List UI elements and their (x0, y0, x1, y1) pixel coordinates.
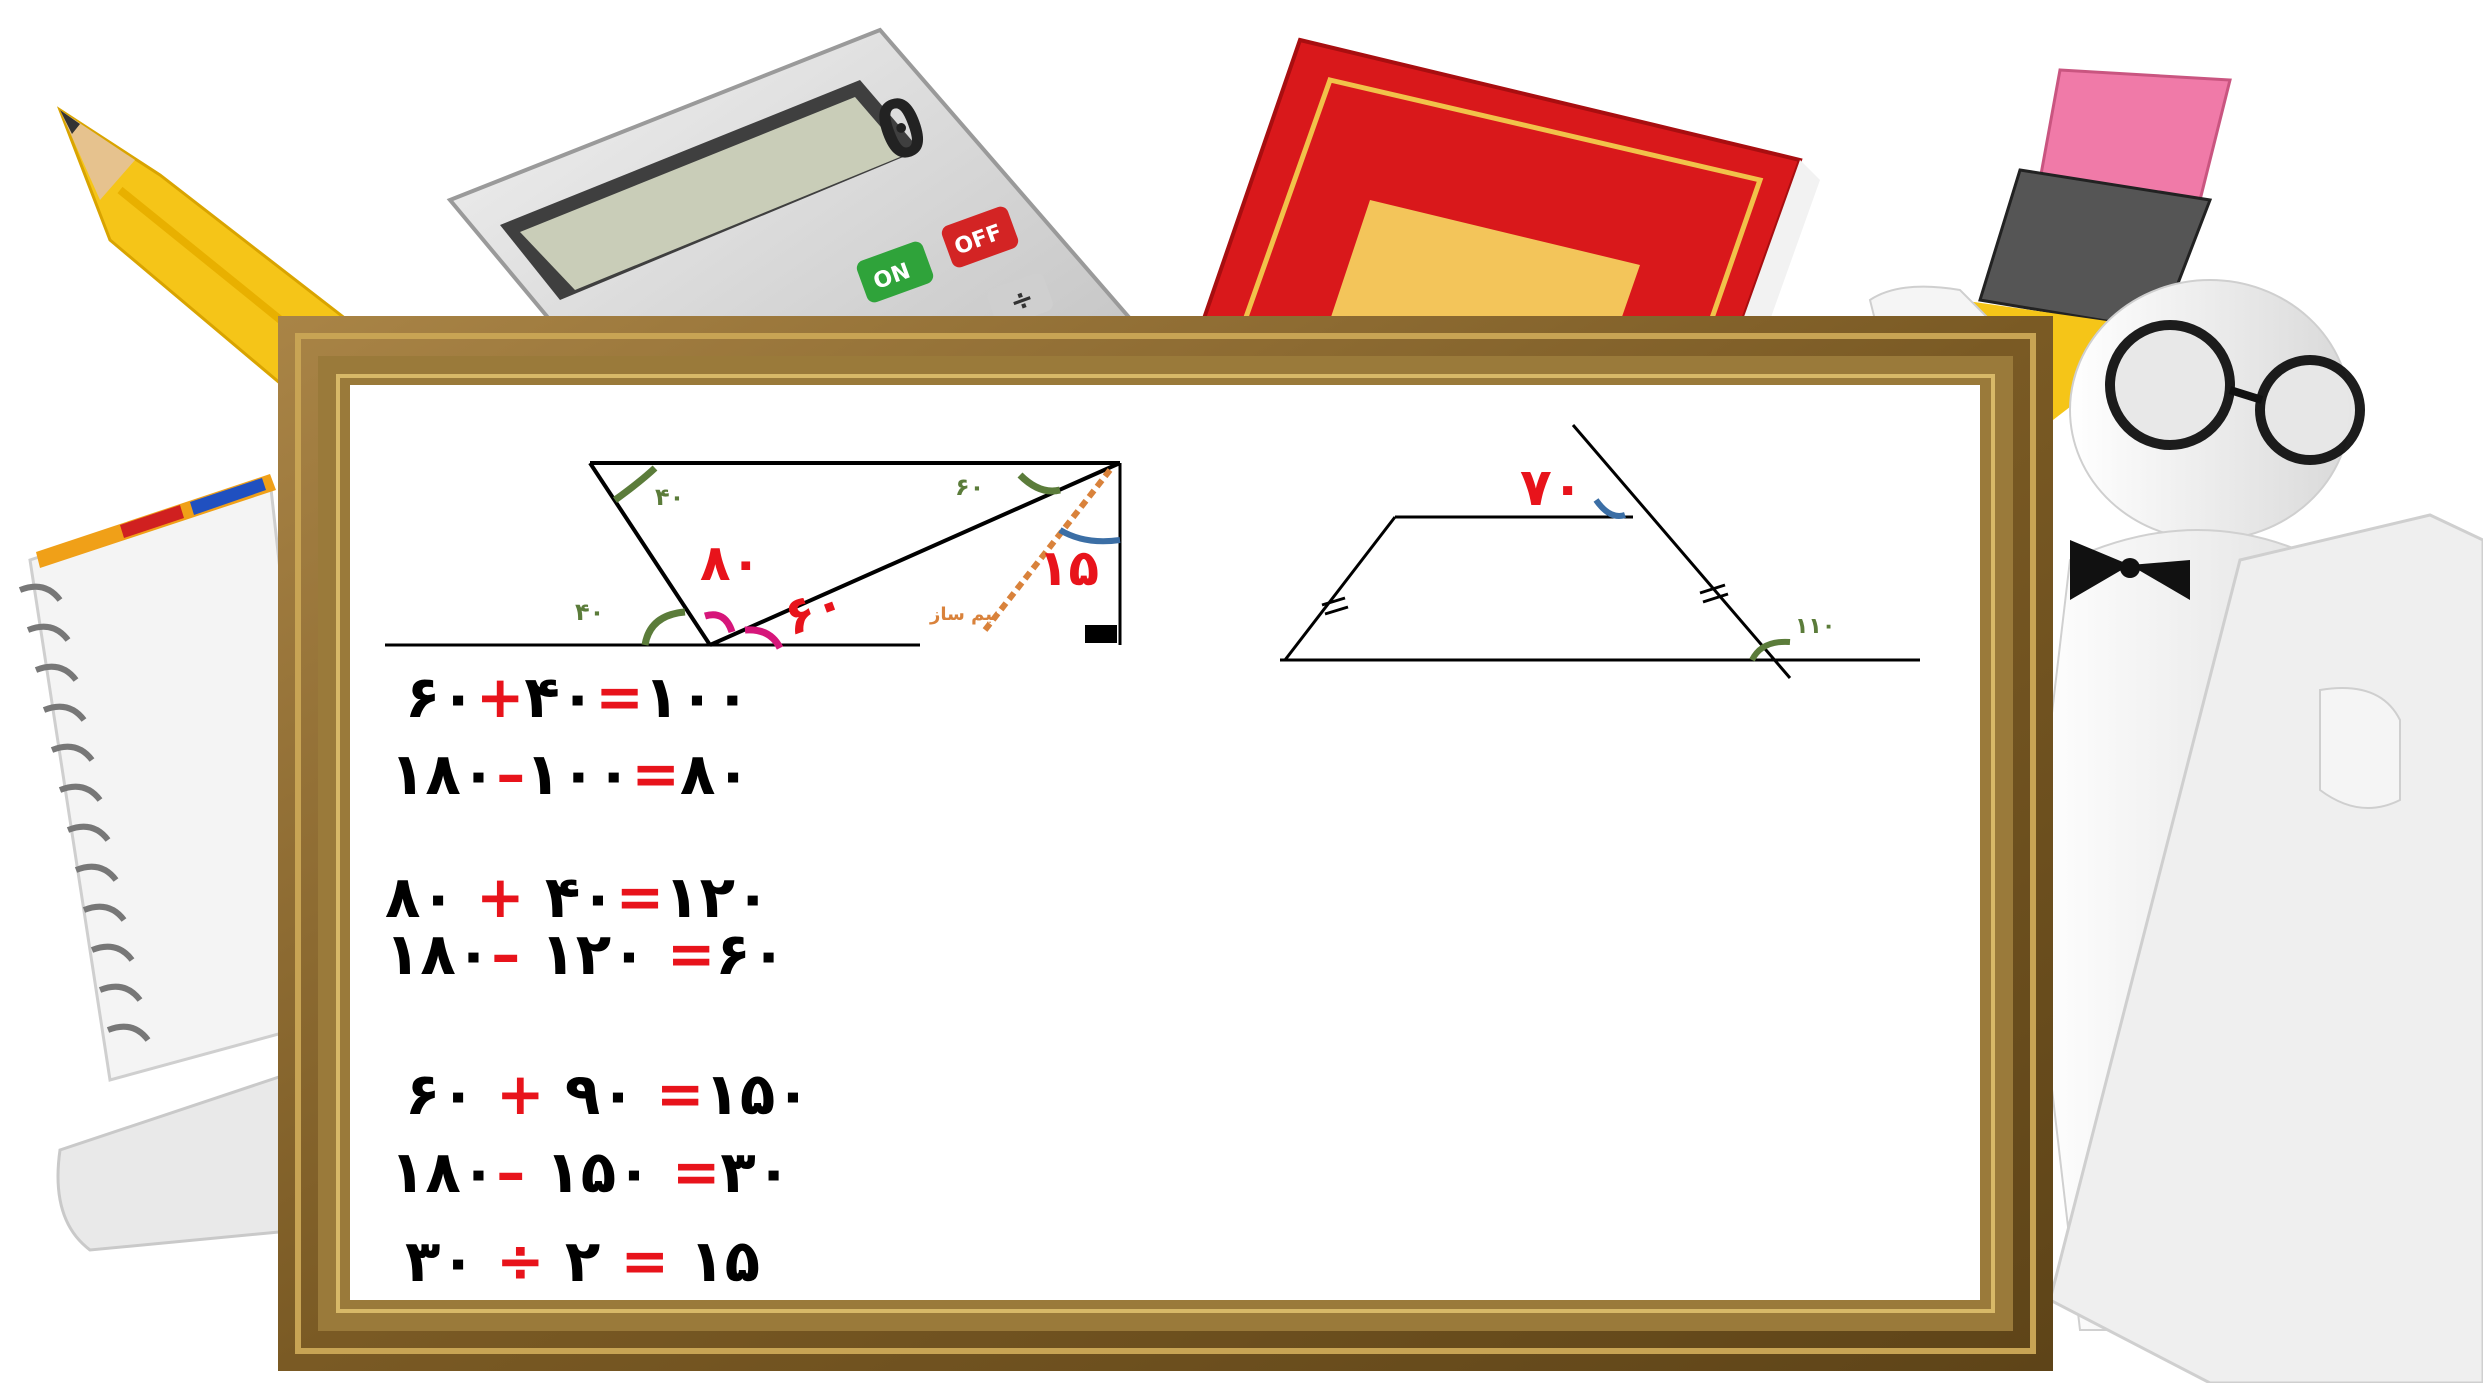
equation-result: ۳۰ (720, 1138, 792, 1206)
equation-result: ۱۵۰ (704, 1060, 811, 1128)
equation-operand-b: ۱۲۰ (540, 920, 647, 988)
equation-line: ۱۸۰–۱۰۰=۸۰ (390, 745, 751, 803)
equation-operand-a: ۱۸۰ (385, 920, 492, 988)
angle-label-top-left: ۴۰ (655, 483, 684, 511)
equation-result: ۶۰ (715, 920, 787, 988)
equation-line: ۶۰ + ۹۰ =۱۵۰ (405, 1065, 811, 1123)
equation-equals: = (615, 863, 665, 931)
angle-label-bottom-left: ۴۰ (575, 598, 604, 626)
equation-line: ۳۰ ÷ ۲ = ۱۵ (405, 1232, 760, 1290)
equation-equals: = (655, 1060, 705, 1128)
equation-operand-a: ۱۸۰ (390, 1138, 497, 1206)
figure-left-trapezoid: ۴۰ ۶۰ ۴۰ ۸۰ ۶۰ ۱۵ نیم ساز (385, 461, 1122, 650)
equation-operator: – (496, 740, 526, 808)
equation-equals: = (671, 1138, 721, 1206)
equation-result: ۸۰ (680, 740, 751, 808)
angle-label-right: ۱۵ (1038, 539, 1099, 597)
equation-result: ۱۲۰ (664, 863, 771, 931)
equation-equals: = (620, 1227, 670, 1295)
whiteboard (350, 385, 1980, 1300)
equation-operator: + (475, 663, 525, 731)
equation-operand-a: ۶۰ (405, 1060, 476, 1128)
equation-operand-b: ۴۰ (524, 663, 596, 731)
ruler-image (56, 1067, 302, 1252)
angle-label-bottom-right: ۱۱۰ (1795, 614, 1835, 639)
equation-operand-b: ۱۰۰ (525, 740, 632, 808)
equation-line: ۸۰ + ۴۰=۱۲۰ (385, 868, 770, 926)
equation-operand-b: ۴۰ (544, 863, 616, 931)
notebook-image (18, 474, 332, 1082)
equation-operator: ÷ (496, 1227, 545, 1295)
equation-operand-a: ۳۰ (405, 1227, 476, 1295)
equation-operand-b: ۲ (564, 1227, 601, 1295)
equation-equals: = (631, 740, 681, 808)
equation-line: ۱۸۰– ۱۵۰ =۳۰ (390, 1143, 791, 1201)
angle-label-top-right: ۶۰ (955, 473, 984, 501)
equation-operator: – (491, 920, 521, 988)
equation-operand-a: ۱۸۰ (390, 740, 497, 808)
equation-operator: + (476, 863, 525, 931)
protractor-label: نیم ساز (929, 604, 999, 625)
equation-line: ۶۰+۴۰=۱۰۰ (405, 668, 750, 726)
equation-operand-a: ۶۰ (405, 663, 476, 731)
equation-line: ۱۸۰– ۱۲۰ =۶۰ (385, 925, 786, 983)
equation-operand-b: ۹۰ (564, 1060, 636, 1128)
equation-result: ۱۵ (689, 1227, 761, 1295)
equation-operand-a: ۸۰ (385, 863, 456, 931)
equation-equals: = (595, 663, 644, 731)
equation-operator: – (496, 1138, 526, 1206)
equation-result: ۱۰۰ (643, 663, 751, 731)
figure-character-image (1868, 279, 2483, 1383)
equation-equals: = (666, 920, 716, 988)
angle-label-apex: ۸۰ (700, 534, 761, 592)
equation-operator: + (496, 1060, 545, 1128)
equation-operand-b: ۱۵۰ (545, 1138, 652, 1206)
angle-label-top: ۷۰ (1520, 458, 1583, 518)
figure-right-trapezoid: ۷۰ ۱۱۰ (1280, 424, 1920, 679)
